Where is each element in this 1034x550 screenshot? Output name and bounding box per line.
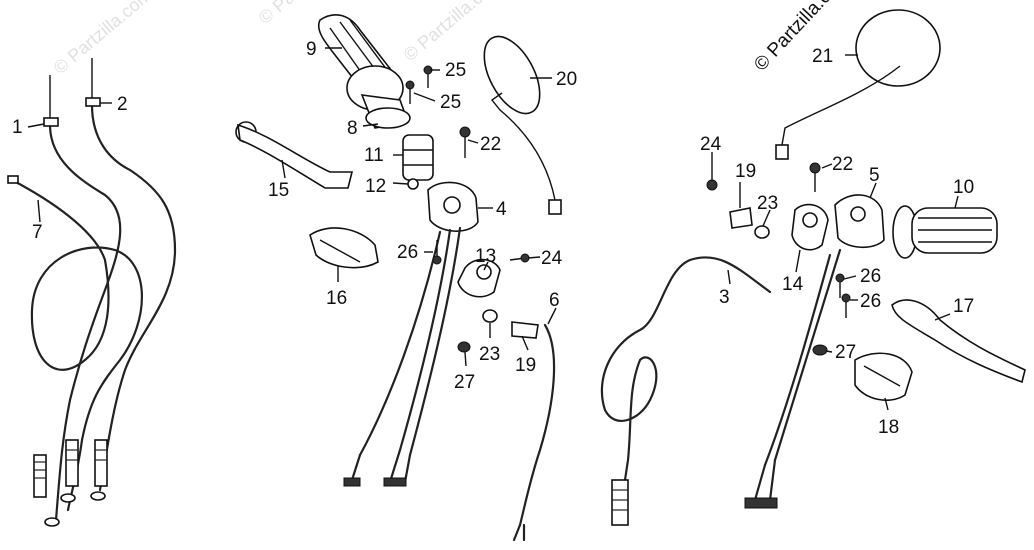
callout-20: 20 <box>556 69 577 90</box>
left-handlebar-group <box>235 14 562 542</box>
callout-26: 26 <box>860 291 881 312</box>
callout-10: 10 <box>953 177 974 198</box>
callout-5: 5 <box>869 165 880 186</box>
callout-25: 25 <box>440 92 461 113</box>
callout-14: 14 <box>782 274 804 295</box>
callout-19: 19 <box>735 161 756 182</box>
callout-9: 9 <box>306 39 317 60</box>
callout-13: 13 <box>475 246 496 267</box>
callout-15: 15 <box>268 180 289 201</box>
callout-26: 26 <box>860 266 881 287</box>
callout-2: 2 <box>117 94 128 115</box>
right-handlebar-group <box>600 9 1026 526</box>
callout-12: 12 <box>365 176 386 197</box>
throttle-cable-group <box>7 58 177 527</box>
callout-23: 23 <box>757 193 778 214</box>
callout-6: 6 <box>549 290 560 311</box>
callout-22: 22 <box>480 134 501 155</box>
callout-7: 7 <box>32 222 43 243</box>
callout-11: 11 <box>364 145 384 166</box>
callout-18: 18 <box>878 417 899 438</box>
callout-19: 19 <box>515 355 536 376</box>
copyright-text: © Partzilla.com <box>750 0 853 75</box>
callout-8: 8 <box>347 118 358 139</box>
callout-26: 26 <box>397 242 418 263</box>
callout-24: 24 <box>700 134 722 155</box>
callout-16: 16 <box>326 288 347 309</box>
watermark: © Partzilla.com <box>50 0 156 78</box>
callout-27: 27 <box>835 342 856 363</box>
callout-24: 24 <box>541 248 563 269</box>
callout-4: 4 <box>496 199 507 220</box>
callout-27: 27 <box>454 372 475 393</box>
callout-23: 23 <box>479 344 500 365</box>
callout-17: 17 <box>953 296 974 317</box>
callout-25: 25 <box>445 60 466 81</box>
callout-1: 1 <box>12 117 23 138</box>
callout-22: 22 <box>832 154 853 175</box>
callout-3: 3 <box>719 287 730 308</box>
callout-labels: 1 2 7 9 25 25 8 20 22 11 12 15 4 16 26 1… <box>12 39 974 438</box>
callout-21: 21 <box>812 46 833 67</box>
